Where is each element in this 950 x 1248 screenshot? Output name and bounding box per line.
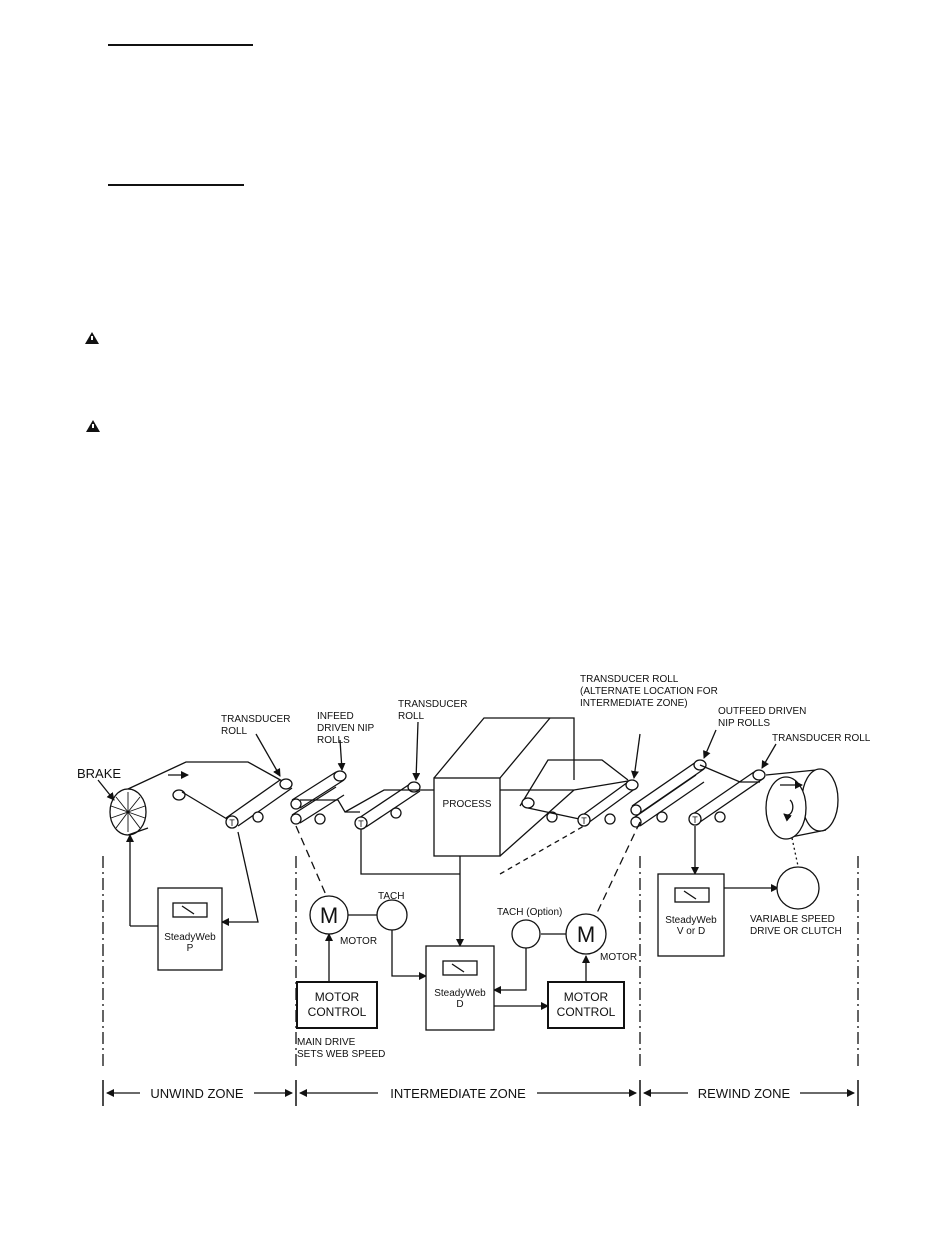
motor-letter: M — [320, 903, 338, 928]
transducer-roll-3-label: TRANSDUCER ROLL — [772, 733, 871, 744]
transducer-roll-1: T — [225, 778, 293, 829]
unwind-zone-label: UNWIND ZONE — [150, 1086, 243, 1101]
transducer-roll-2: T — [354, 781, 421, 830]
transducer-roll-alt-label: INTERMEDIATE ZONE) — [580, 698, 688, 709]
variable-speed-label: VARIABLE SPEED — [750, 914, 835, 925]
motor-right — [565, 913, 607, 955]
meter-needle-icon — [181, 905, 195, 915]
steadyweb-d-label: D — [456, 999, 463, 1010]
rewind-zone-label: REWIND ZONE — [698, 1086, 791, 1101]
intermediate-zone-label: INTERMEDIATE ZONE — [390, 1086, 526, 1101]
outfeed-nip-rolls — [630, 759, 707, 828]
motor-control-right-label: CONTROL — [557, 1005, 616, 1019]
outfeed-rolls-label: OUTFEED DRIVEN — [718, 706, 806, 717]
section-heading-rule-2 — [108, 184, 244, 186]
outfeed-rolls-label: NIP ROLLS — [718, 718, 770, 729]
warning-triangle-icon — [85, 332, 99, 344]
transducer-roll-1-label: ROLL — [221, 726, 248, 737]
transducer-roll-1-label: TRANSDUCER — [221, 714, 290, 725]
transducer-roll-3: T — [688, 769, 766, 826]
steadyweb-d-label: SteadyWeb — [434, 988, 486, 999]
motor-control-right-label: MOTOR — [564, 990, 609, 1004]
transducer-roll-alt-label: (ALTERNATE LOCATION FOR — [580, 686, 718, 697]
transducer-marker: T — [692, 815, 698, 825]
infeed-rolls-label: INFEED — [317, 711, 354, 722]
process-label: PROCESS — [443, 799, 492, 810]
transducer-roll-alt-label: TRANSDUCER ROLL — [580, 674, 679, 685]
infeed-rolls-label: ROLLS — [317, 735, 350, 746]
rewind-roll — [765, 768, 839, 840]
process-unit: PROCESS — [433, 717, 635, 857]
meter-needle-icon — [451, 963, 465, 973]
variable-speed-label: DRIVE OR CLUTCH — [750, 926, 842, 937]
tach-option-label: TACH (Option) — [497, 907, 562, 918]
transducer-marker: T — [229, 818, 235, 828]
transducer-marker: T — [358, 819, 364, 829]
transducer-roll-2-label: ROLL — [398, 711, 425, 722]
steadyweb-v-label: V or D — [677, 926, 705, 937]
steadyweb-d-controller — [425, 945, 495, 1031]
infeed-rolls-label: DRIVEN NIP — [317, 723, 375, 734]
motor-right-label: MOTOR — [600, 952, 637, 963]
steadyweb-v-controller — [657, 873, 725, 957]
tach-option — [511, 919, 541, 949]
motor-left-label: MOTOR — [340, 936, 377, 947]
infeed-nip-rolls — [290, 770, 360, 825]
tach-label: TACH — [378, 891, 404, 902]
steadyweb-v-label: SteadyWeb — [665, 915, 717, 926]
motor-control-left — [296, 981, 378, 1029]
motor-letter: M — [577, 922, 595, 947]
steadyweb-p-controller — [157, 887, 223, 971]
section-heading-rule-1 — [108, 44, 253, 46]
transducer-roll-2-label: TRANSDUCER — [398, 699, 467, 710]
tach-left — [376, 899, 408, 931]
warning-triangle-icon — [86, 420, 100, 432]
variable-speed-drive — [776, 866, 820, 910]
zone-dividers — [102, 856, 859, 1070]
brake-label: BRAKE — [77, 766, 121, 781]
main-drive-label: SETS WEB SPEED — [297, 1049, 385, 1060]
meter-needle-icon — [683, 890, 697, 900]
motor-left — [309, 895, 349, 935]
transducer-roll-alternate: T — [577, 779, 639, 827]
main-drive-label: MAIN DRIVE — [297, 1037, 356, 1048]
motor-control-left-label: CONTROL — [308, 1005, 367, 1019]
brake-unwind-roll — [109, 788, 147, 836]
steadyweb-p-label: SteadyWeb — [164, 932, 216, 943]
motor-control-right — [547, 981, 625, 1029]
motor-control-left-label: MOTOR — [315, 990, 360, 1004]
transducer-marker: T — [581, 816, 587, 826]
steadyweb-p-label: P — [187, 943, 194, 954]
